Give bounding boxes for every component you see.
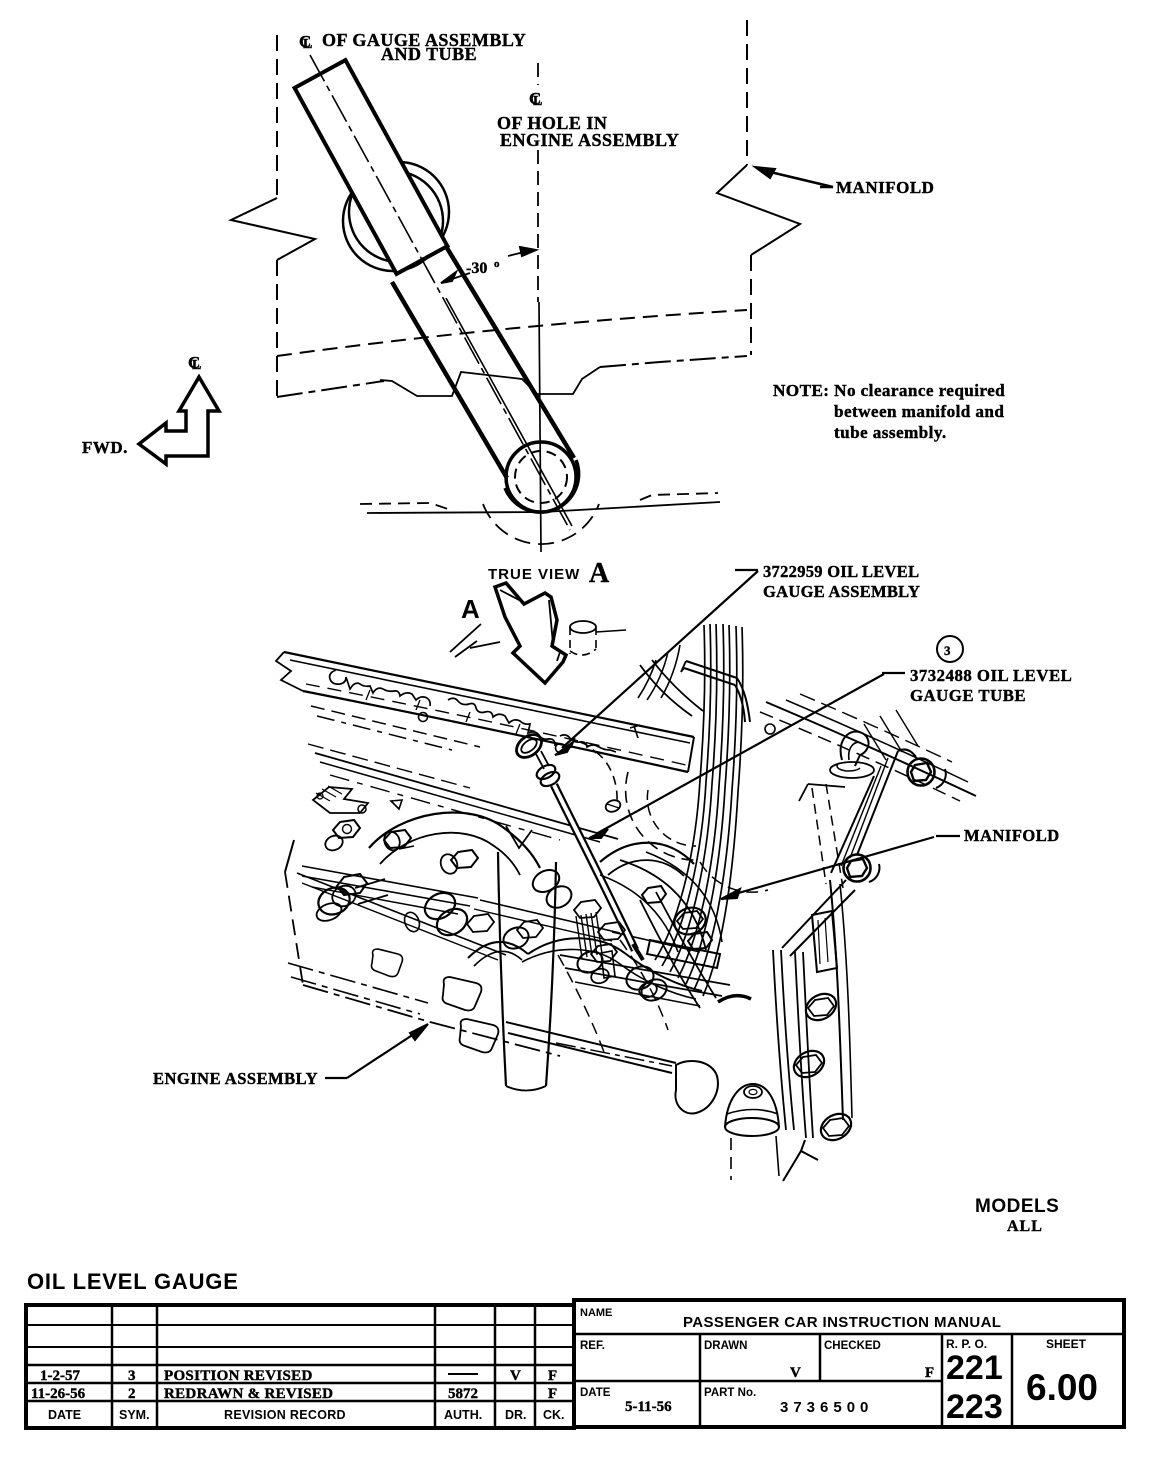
svg-text:MODELS: MODELS (975, 1196, 1059, 1217)
svg-text:A: A (589, 558, 610, 589)
svg-text:FWD.: FWD. (82, 438, 128, 457)
svg-text:DR.: DR. (505, 1408, 527, 1422)
svg-text:DATE: DATE (48, 1408, 81, 1422)
svg-text:-30: -30 (466, 260, 487, 277)
svg-text:REF.: REF. (580, 1340, 605, 1352)
svg-text:CHECKED: CHECKED (824, 1340, 881, 1352)
svg-text:ALL: ALL (1007, 1218, 1043, 1235)
svg-text:DATE: DATE (580, 1387, 611, 1399)
svg-text:REVISION RECORD: REVISION RECORD (224, 1408, 346, 1422)
svg-text:CK.: CK. (543, 1408, 565, 1422)
svg-text:L: L (192, 358, 201, 373)
svg-text:OF HOLE IN: OF HOLE IN (497, 113, 607, 133)
svg-text:A: A (461, 594, 480, 624)
svg-text:F: F (548, 1368, 557, 1384)
svg-text:ENGINE ASSEMBLY: ENGINE ASSEMBLY (500, 130, 679, 150)
svg-text:2: 2 (128, 1386, 136, 1402)
svg-text:1-2-57: 1-2-57 (40, 1368, 80, 1384)
svg-text:6.00: 6.00 (1026, 1367, 1098, 1408)
svg-text:DRAWN: DRAWN (704, 1340, 747, 1352)
svg-text:L: L (533, 94, 542, 109)
svg-text:3: 3 (128, 1368, 136, 1384)
svg-text:REDRAWN & REVISED: REDRAWN & REVISED (164, 1386, 333, 1402)
svg-text:221: 221 (946, 1349, 1003, 1387)
svg-text:3736500: 3736500 (780, 1399, 873, 1416)
svg-text:R. P. O.: R. P. O. (946, 1337, 987, 1351)
svg-text:GAUGE ASSEMBLY: GAUGE ASSEMBLY (763, 582, 920, 601)
svg-text:F: F (548, 1386, 557, 1402)
svg-text:V: V (790, 1365, 801, 1381)
svg-text:GAUGE TUBE: GAUGE TUBE (910, 686, 1026, 705)
svg-text:NAME: NAME (580, 1307, 612, 1319)
svg-text:11-26-56: 11-26-56 (31, 1386, 86, 1402)
svg-text:MANIFOLD: MANIFOLD (836, 178, 934, 197)
svg-text:V: V (510, 1368, 521, 1384)
svg-text:OF GAUGE ASSEMBLY: OF GAUGE ASSEMBLY (322, 30, 526, 50)
svg-text:5-11-56: 5-11-56 (625, 1399, 672, 1415)
svg-text:AUTH.: AUTH. (444, 1408, 482, 1422)
svg-text:AND TUBE: AND TUBE (381, 44, 477, 64)
svg-text:PASSENGER CAR INSTRUCTION MANU: PASSENGER CAR INSTRUCTION MANUAL (683, 1314, 1001, 1331)
svg-text:ENGINE ASSEMBLY: ENGINE ASSEMBLY (153, 1069, 318, 1088)
svg-text:TRUE VIEW: TRUE VIEW (488, 566, 580, 583)
svg-text:C: C (188, 353, 200, 372)
svg-text:SHEET: SHEET (1046, 1337, 1087, 1351)
svg-text:tube assembly.: tube assembly. (834, 423, 947, 442)
svg-text:3732488 OIL LEVEL: 3732488 OIL LEVEL (910, 666, 1072, 685)
svg-text:223: 223 (946, 1388, 1003, 1426)
svg-text:OIL LEVEL GAUGE: OIL LEVEL GAUGE (27, 1269, 239, 1294)
svg-text:between manifold and: between manifold and (834, 402, 1004, 421)
svg-text:o: o (494, 258, 500, 270)
svg-text:PART No.: PART No. (704, 1387, 756, 1399)
svg-text:L: L (303, 37, 312, 52)
svg-text:POSITION REVISED: POSITION REVISED (164, 1368, 313, 1384)
svg-text:C: C (529, 89, 541, 108)
svg-text:F: F (925, 1365, 934, 1381)
svg-text:5872: 5872 (448, 1386, 478, 1402)
svg-text:C: C (299, 32, 311, 51)
svg-text:MANIFOLD: MANIFOLD (964, 826, 1060, 845)
svg-text:NOTE: No clearance required: NOTE: No clearance required (773, 381, 1005, 400)
svg-text:3722959 OIL LEVEL: 3722959 OIL LEVEL (763, 562, 919, 581)
svg-text:SYM.: SYM. (119, 1408, 150, 1422)
svg-text:3: 3 (944, 643, 951, 658)
